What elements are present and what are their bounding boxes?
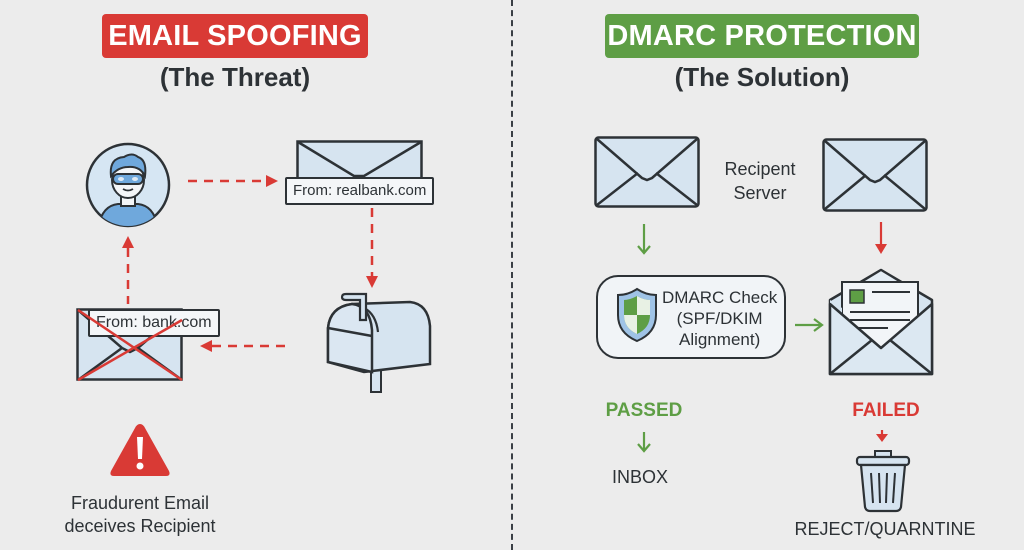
spoofed-incoming-envelope-icon <box>822 138 928 212</box>
trash-bin-icon <box>855 450 911 513</box>
flow-arrow-return <box>200 340 286 352</box>
flow-arrow-deliver <box>366 208 378 288</box>
warning-caption-line2: deceives Recipient <box>64 516 216 536</box>
passed-label: PASSED <box>605 400 683 421</box>
spoofed-from-label: From: realbank.com <box>285 177 435 205</box>
red-arrow-down-icon <box>875 222 887 254</box>
server-label-line1: Recipent <box>724 159 796 179</box>
flow-arrow-deceive <box>122 236 134 304</box>
dmarc-check-text: DMARC Check (SPF/DKIM Alignment) <box>662 287 777 350</box>
dmarc-protection-title: DMARC PROTECTION <box>605 14 919 58</box>
attacker-avatar-icon <box>85 142 171 228</box>
warning-icon <box>110 424 170 476</box>
warning-caption-line1: Fraudurent Email <box>70 493 210 513</box>
server-label-line2: Server <box>733 183 787 203</box>
failed-arrow-down-icon <box>876 430 888 442</box>
reject-quarantine-label: REJECT/QUARNTINE <box>794 519 976 539</box>
flow-arrow-send <box>188 175 278 187</box>
inbox-label: INBOX <box>611 467 668 487</box>
legit-envelope-icon <box>594 136 700 208</box>
dmarc-check-box: DMARC Check (SPF/DKIM Alignment) <box>596 275 786 359</box>
green-arrow-right-icon <box>795 318 824 332</box>
failed-label: FAILED <box>852 400 920 421</box>
shield-icon <box>617 287 657 343</box>
dmarc-check-line1: DMARC Check <box>662 288 778 307</box>
red-x-cross-icon <box>77 308 183 382</box>
panel-divider <box>511 0 513 550</box>
email-spoofing-title: EMAIL SPOOFING <box>102 14 368 58</box>
dmarc-check-line2: (SPF/DKIM <box>676 309 763 328</box>
dmarc-check-line3: Alignment) <box>678 330 761 349</box>
solution-subtitle: (The Solution) <box>674 62 850 92</box>
green-arrow-down-icon <box>637 224 651 255</box>
open-envelope-icon <box>828 268 934 376</box>
mailbox-icon <box>326 292 432 393</box>
passed-arrow-down-icon <box>637 432 651 453</box>
threat-subtitle: (The Threat) <box>159 62 311 92</box>
